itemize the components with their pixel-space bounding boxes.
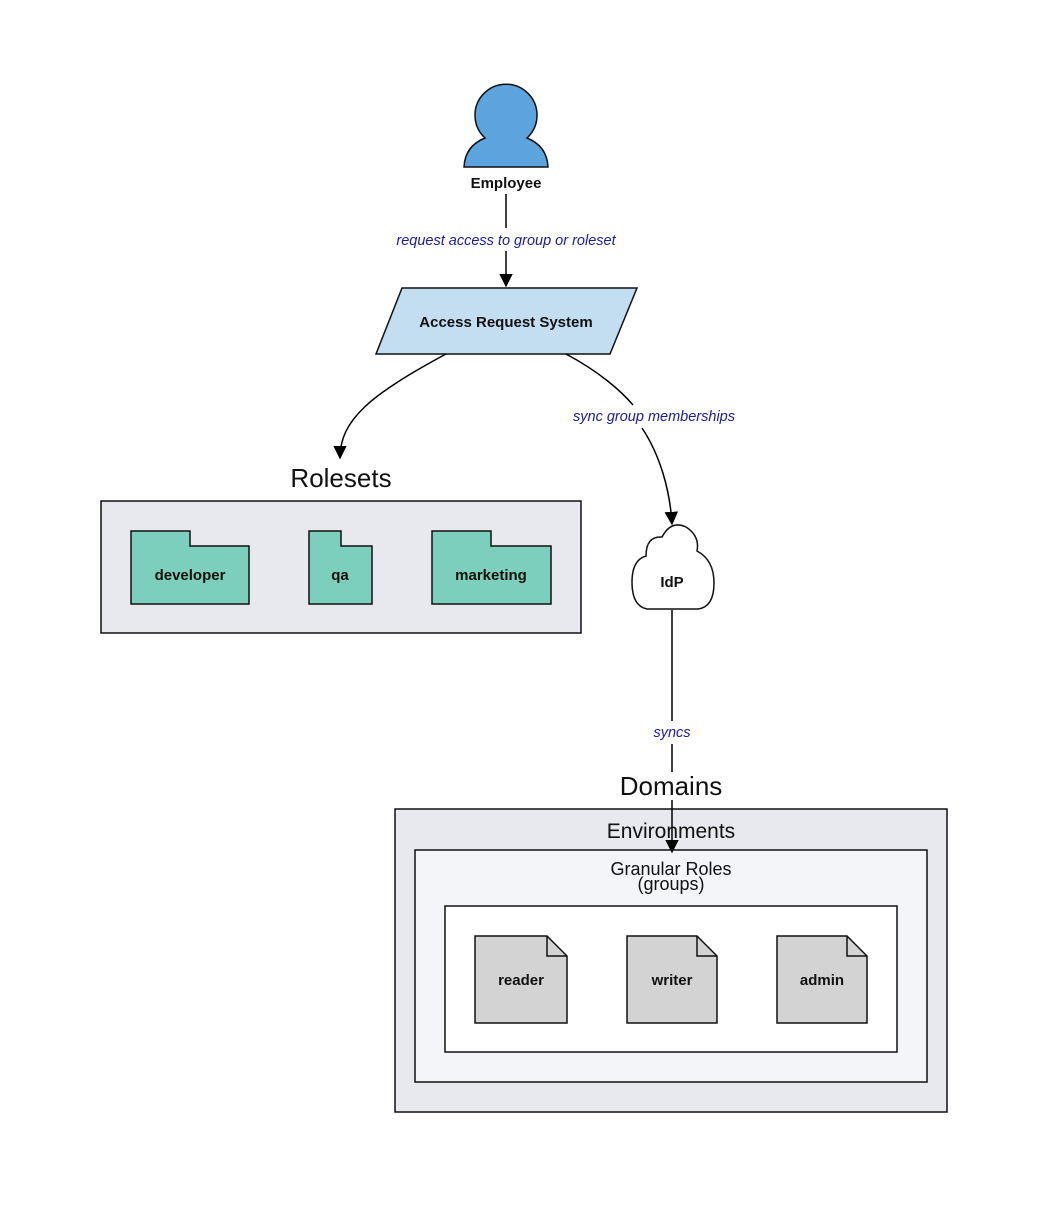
roleset-marketing[interactable]: marketing bbox=[431, 530, 552, 605]
folder-icon bbox=[130, 530, 250, 605]
roleset-developer[interactable]: developer bbox=[130, 530, 250, 605]
role-label: admin bbox=[800, 972, 844, 989]
folder-icon bbox=[431, 530, 552, 605]
role-label: writer bbox=[651, 972, 693, 989]
domains-group: Domains Environments Granular Roles (gro… bbox=[394, 771, 948, 1113]
person-icon bbox=[463, 83, 549, 168]
edge-label-request-access: request access to group or roleset bbox=[396, 233, 616, 249]
role-admin[interactable]: admin bbox=[776, 935, 868, 1024]
access-request-label: Access Request System bbox=[419, 314, 592, 331]
role-reader[interactable]: reader bbox=[474, 935, 568, 1024]
edge-access-to-idp: sync group memberships bbox=[565, 353, 735, 526]
roleset-label: developer bbox=[155, 567, 226, 584]
access-request-node[interactable]: Access Request System bbox=[374, 287, 639, 355]
role-writer[interactable]: writer bbox=[626, 935, 718, 1024]
granular-roles-title: Granular Roles bbox=[610, 859, 731, 879]
employee-node[interactable]: Employee bbox=[463, 83, 549, 192]
edge-idp-to-roles: syncs bbox=[653, 610, 691, 854]
document-icon bbox=[474, 935, 568, 1024]
employee-label: Employee bbox=[471, 175, 542, 192]
environments-title: Environments bbox=[607, 820, 735, 843]
document-icon bbox=[776, 935, 868, 1024]
idp-node[interactable]: IdP bbox=[631, 524, 715, 610]
granular-roles-subtitle: (groups) bbox=[637, 874, 704, 894]
cloud-icon bbox=[631, 524, 715, 610]
idp-label: IdP bbox=[660, 574, 683, 591]
folder-icon bbox=[308, 530, 373, 605]
roleset-qa[interactable]: qa bbox=[308, 530, 373, 605]
access-request-shape bbox=[374, 287, 639, 355]
domains-title: Domains bbox=[620, 771, 723, 801]
rolesets-group: Rolesets developer qa marketing bbox=[100, 463, 582, 634]
roleset-label: qa bbox=[331, 567, 349, 584]
rolesets-title: Rolesets bbox=[290, 463, 391, 493]
edge-employee-to-access: request access to group or roleset bbox=[396, 194, 617, 288]
document-icon bbox=[626, 935, 718, 1024]
edge-access-to-rolesets bbox=[333, 353, 447, 460]
edge-label-syncs: syncs bbox=[653, 725, 690, 741]
edge-label-sync-memberships: sync group memberships bbox=[573, 409, 735, 425]
roleset-label: marketing bbox=[455, 567, 527, 584]
role-label: reader bbox=[498, 972, 544, 989]
